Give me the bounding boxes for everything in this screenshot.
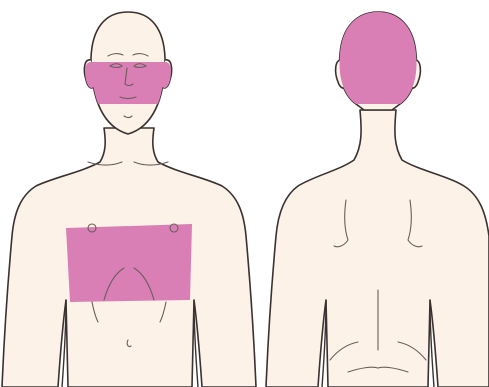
back-of-head-highlight	[330, 8, 430, 104]
back-view	[266, 8, 489, 387]
front-view	[2, 12, 256, 387]
chest-highlight-band	[66, 224, 192, 302]
front-ear-left-highlight	[85, 62, 94, 88]
front-ear-right-highlight	[162, 62, 171, 88]
